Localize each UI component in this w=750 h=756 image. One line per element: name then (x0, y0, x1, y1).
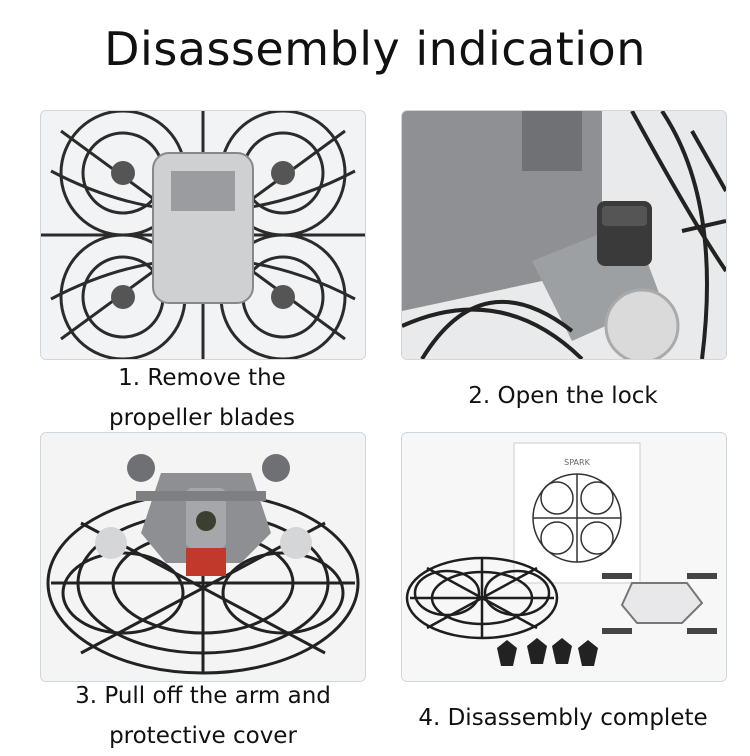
photo-disassembly-complete: SPARK (401, 432, 727, 682)
parts-layout-illustration: SPARK (402, 433, 726, 681)
step-3-caption: 3. Pull off the arm and protective cover (75, 683, 331, 749)
photo-remove-propellers (40, 110, 366, 360)
page-title: Disassembly indication (104, 22, 646, 76)
lock-closeup-illustration (402, 111, 726, 359)
photo-pull-arm (40, 432, 366, 682)
photo-open-lock (401, 110, 727, 360)
cage-top-view-illustration (41, 111, 365, 359)
step-1-caption: 1. Remove the propeller blades (109, 365, 295, 431)
step-2-caption: 2. Open the lock (468, 383, 658, 409)
step-4-caption: 4. Disassembly complete (418, 705, 708, 731)
box-label: SPARK (564, 458, 590, 467)
cage-perspective-illustration (41, 433, 365, 681)
